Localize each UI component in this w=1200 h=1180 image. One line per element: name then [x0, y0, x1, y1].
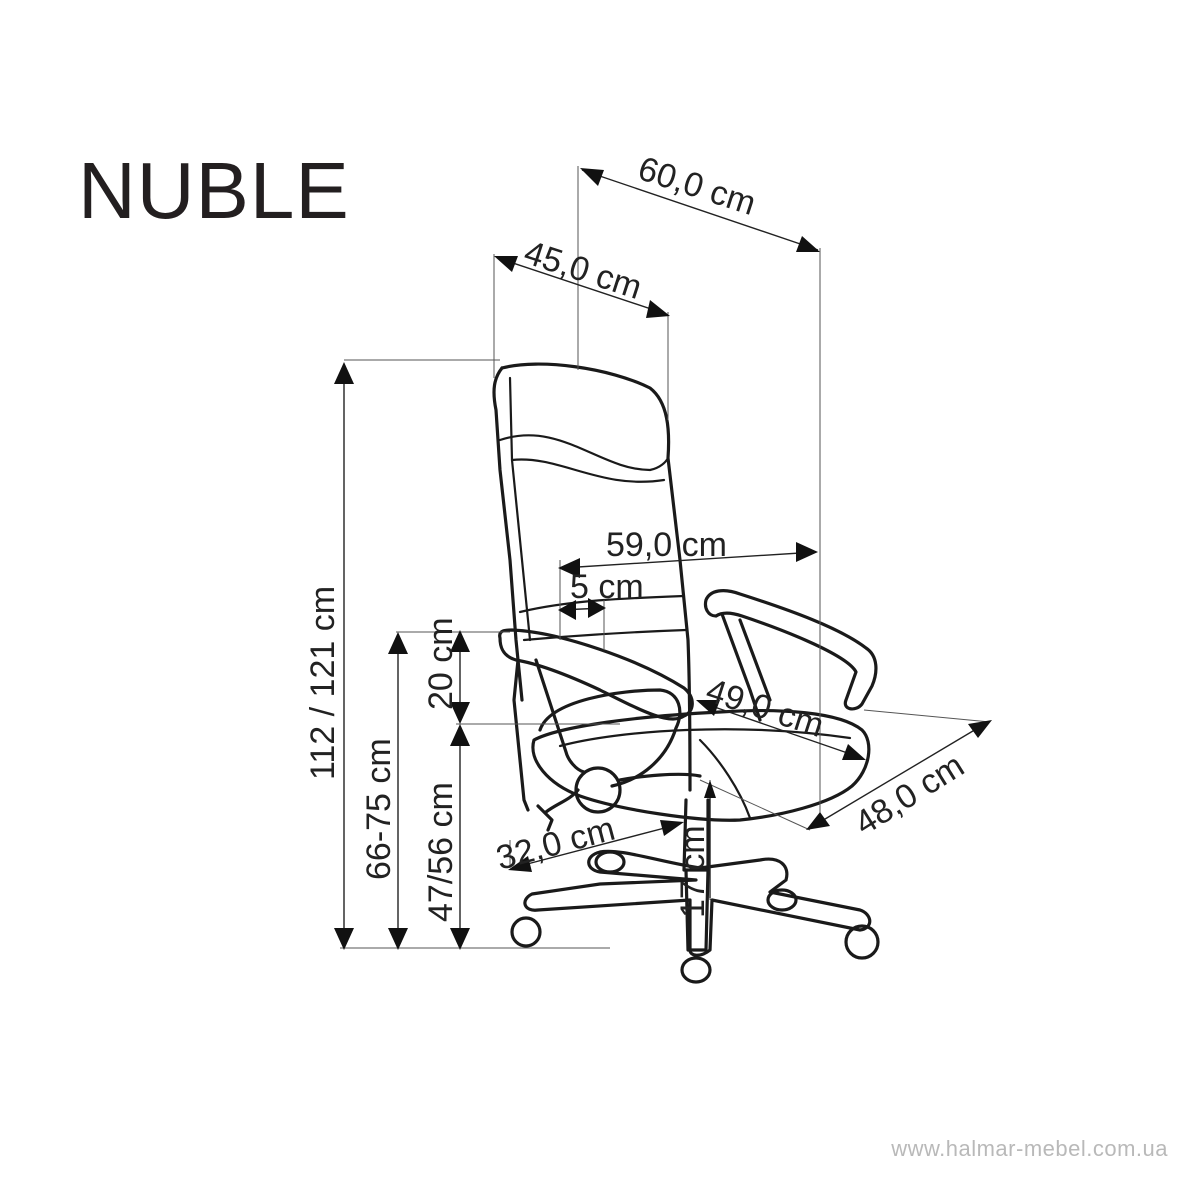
label-armrest-offset: 5 cm [570, 568, 644, 606]
dimension-labels: 60,0 cm 45,0 cm 112 / 121 cm 66-75 cm 20… [304, 149, 971, 922]
dim-line-seat-width [699, 701, 863, 759]
label-overall-depth: 59,0 cm [606, 526, 727, 564]
label-armrest-height: 66-75 cm [360, 738, 398, 880]
dimension-lines [334, 168, 992, 950]
label-gas-lift: 17 cm [674, 825, 712, 918]
seat-outline [531, 708, 871, 822]
watermark-url: www.halmar-mebel.com.ua [890, 1136, 1168, 1161]
backrest-outline [500, 362, 692, 792]
dim-line-backrest-width [497, 257, 667, 315]
label-seat-height: 47/56 cm [422, 782, 460, 922]
seat-knob [574, 766, 622, 814]
label-backrest-width: 45,0 cm [520, 233, 647, 307]
dim-line-overall-width [581, 169, 819, 251]
dim-line-base-radius [511, 823, 681, 869]
caster-wheels [510, 850, 880, 984]
dim-line-overall-depth [561, 551, 817, 569]
label-total-height: 112 / 121 cm [304, 586, 342, 780]
chair-outline [492, 362, 880, 984]
dim-line-seat-depth [809, 721, 989, 829]
star-base [523, 849, 872, 957]
label-armrest-to-seat: 20 cm [422, 617, 460, 710]
gas-lift [682, 798, 710, 872]
left-armrest [498, 628, 694, 721]
label-overall-width: 60,0 cm [634, 149, 761, 223]
product-title: NUBLE [78, 146, 350, 235]
